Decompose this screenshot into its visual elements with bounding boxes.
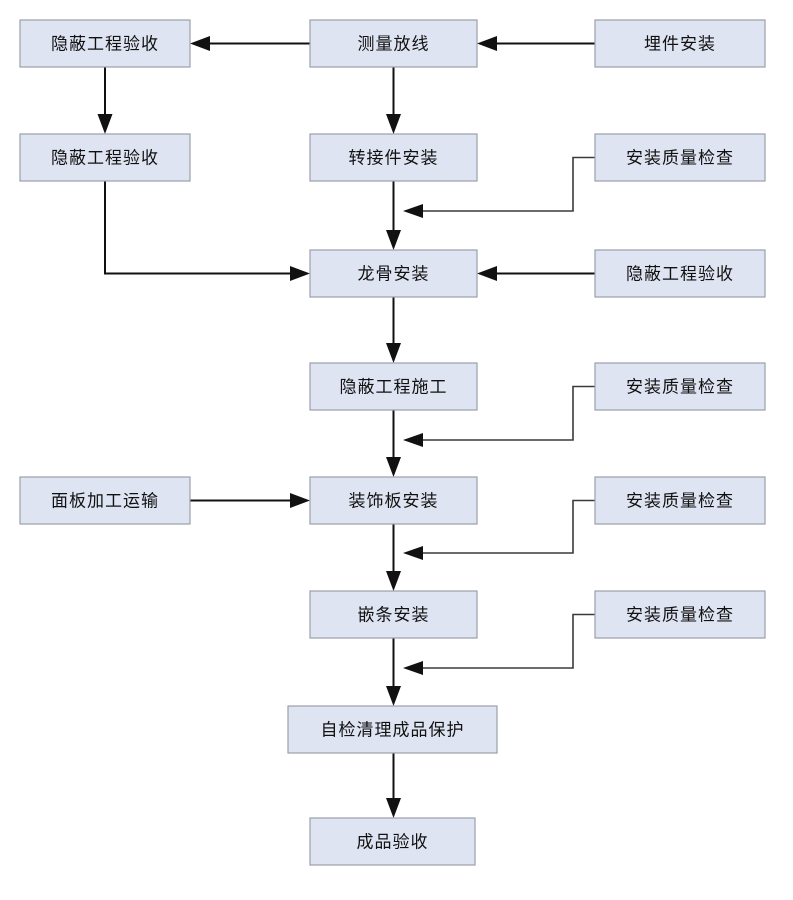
- node-anzhuang-zhiliang-jiancha-r4[interactable]: 安装质量检查: [594, 362, 766, 411]
- edge-line: [421, 385, 595, 441]
- arrow-head-icon: [403, 546, 423, 560]
- node-box[interactable]: [309, 362, 478, 411]
- edge-line: [421, 499, 595, 554]
- edge-yinbi-right-to-longgu: [477, 266, 595, 281]
- arrow-head-icon: [386, 457, 401, 477]
- edge-maijian-to-celiang: [477, 36, 595, 51]
- node-label: 安装质量检查: [626, 148, 734, 167]
- arrow-head-icon: [386, 686, 401, 706]
- node-label: 嵌条安装: [358, 605, 430, 624]
- node-box[interactable]: [19, 476, 191, 525]
- edge-yinbi-shigong-to-zhuangshiban: [386, 410, 401, 477]
- node-zhuanjiejian-anzhuang[interactable]: 转接件安装: [309, 133, 478, 182]
- node-qiantiao-anzhuang[interactable]: 嵌条安装: [309, 590, 478, 639]
- node-maijian-anzhuang[interactable]: 埋件安装: [594, 19, 766, 68]
- node-celiang-fangxian[interactable]: 测量放线: [309, 19, 478, 68]
- edge-mianban-to-zhuangshiban: [190, 493, 310, 508]
- node-longgu-anzhuang[interactable]: 龙骨安装: [309, 249, 478, 298]
- node-box[interactable]: [594, 362, 766, 411]
- edge-zijian-to-chengpin: [386, 753, 401, 818]
- node-box[interactable]: [594, 476, 766, 525]
- node-label: 自检清理成品保护: [321, 720, 465, 739]
- arrow-head-icon: [386, 571, 401, 591]
- edge-line: [104, 181, 292, 275]
- node-box[interactable]: [309, 249, 478, 298]
- node-anzhuang-zhiliang-jiancha-r2[interactable]: 安装质量检查: [594, 133, 766, 182]
- node-label: 安装质量检查: [626, 605, 734, 624]
- edge-zhuanjiejian-to-longgu: [386, 181, 401, 250]
- node-box[interactable]: [594, 249, 766, 298]
- arrow-head-icon: [386, 230, 401, 250]
- node-label: 龙骨安装: [358, 264, 430, 283]
- arrow-head-icon: [290, 266, 310, 281]
- node-box[interactable]: [309, 476, 478, 525]
- node-label: 测量放线: [358, 34, 430, 53]
- edge-zhiliang-r2-elbow: [403, 156, 595, 218]
- arrow-head-icon: [386, 343, 401, 363]
- node-box[interactable]: [309, 590, 478, 639]
- node-chengpin-yanshou[interactable]: 成品验收: [309, 817, 476, 866]
- node-label: 转接件安装: [349, 148, 439, 167]
- node-label: 隐蔽工程验收: [51, 148, 159, 167]
- node-label: 隐蔽工程施工: [340, 377, 448, 396]
- node-label: 埋件安装: [644, 34, 716, 53]
- arrow-head-icon: [403, 204, 423, 218]
- node-box[interactable]: [594, 133, 766, 182]
- edge-longgu-to-yinbi-shigong: [386, 297, 401, 363]
- arrow-head-icon: [403, 433, 423, 447]
- node-yinbi-gongcheng-yanshou-top[interactable]: 隐蔽工程验收: [19, 19, 191, 68]
- node-label: 隐蔽工程验收: [51, 34, 159, 53]
- node-anzhuang-zhiliang-jiancha-r6[interactable]: 安装质量检查: [594, 476, 766, 525]
- node-label: 安装质量检查: [626, 377, 734, 396]
- edge-zhiliang-r6-elbow: [403, 499, 595, 560]
- node-label: 装饰板安装: [349, 491, 439, 510]
- edge-yinbi-top-to-yinbi-mid: [97, 67, 113, 134]
- node-zijian-qingli-chengpin-baohu[interactable]: 自检清理成品保护: [287, 705, 498, 754]
- node-box[interactable]: [309, 817, 476, 866]
- arrow-head-icon: [290, 493, 310, 508]
- edge-layer: [97, 36, 595, 818]
- node-layer: 隐蔽工程验收 测量放线 埋件安装 隐蔽工程验收 转接件安装 安装质量检查: [19, 19, 766, 866]
- edge-line: [421, 613, 595, 669]
- edge-celiang-to-yinbi-top: [190, 36, 310, 51]
- node-box[interactable]: [19, 133, 191, 182]
- edge-celiang-to-zhuanjiejian: [386, 67, 401, 134]
- arrow-head-icon: [477, 266, 497, 281]
- node-label: 面板加工运输: [51, 491, 159, 510]
- node-box[interactable]: [594, 590, 766, 639]
- node-zhuangshiban-anzhuang[interactable]: 装饰板安装: [309, 476, 478, 525]
- node-box[interactable]: [309, 133, 478, 182]
- edge-line: [421, 156, 595, 212]
- arrow-head-icon: [386, 798, 401, 818]
- node-yinbi-gongcheng-shigong[interactable]: 隐蔽工程施工: [309, 362, 478, 411]
- arrow-head-icon: [477, 36, 497, 51]
- node-box[interactable]: [287, 705, 498, 754]
- node-label: 成品验收: [357, 832, 429, 851]
- edge-qiantiao-to-zijian: [386, 638, 401, 706]
- node-yinbi-gongcheng-yanshou-mid[interactable]: 隐蔽工程验收: [19, 133, 191, 182]
- node-yinbi-gongcheng-yanshou-right[interactable]: 隐蔽工程验收: [594, 249, 766, 298]
- edge-zhiliang-r4-elbow: [403, 385, 595, 447]
- arrow-head-icon: [386, 114, 401, 134]
- arrow-head-icon: [403, 661, 423, 675]
- node-label: 隐蔽工程验收: [626, 264, 734, 283]
- node-anzhuang-zhiliang-jiancha-r7[interactable]: 安装质量检查: [594, 590, 766, 639]
- arrow-head-icon: [97, 114, 113, 134]
- arrow-head-icon: [190, 36, 210, 51]
- node-box[interactable]: [19, 19, 191, 68]
- edge-zhiliang-r7-elbow: [403, 613, 595, 675]
- node-mianban-jiagong-yunshu[interactable]: 面板加工运输: [19, 476, 191, 525]
- edge-yinbi-mid-to-longgu: [104, 181, 310, 281]
- edge-zhuangshiban-to-qiantiao: [386, 524, 401, 591]
- node-box[interactable]: [309, 19, 478, 68]
- node-box[interactable]: [594, 19, 766, 68]
- node-label: 安装质量检查: [626, 491, 734, 510]
